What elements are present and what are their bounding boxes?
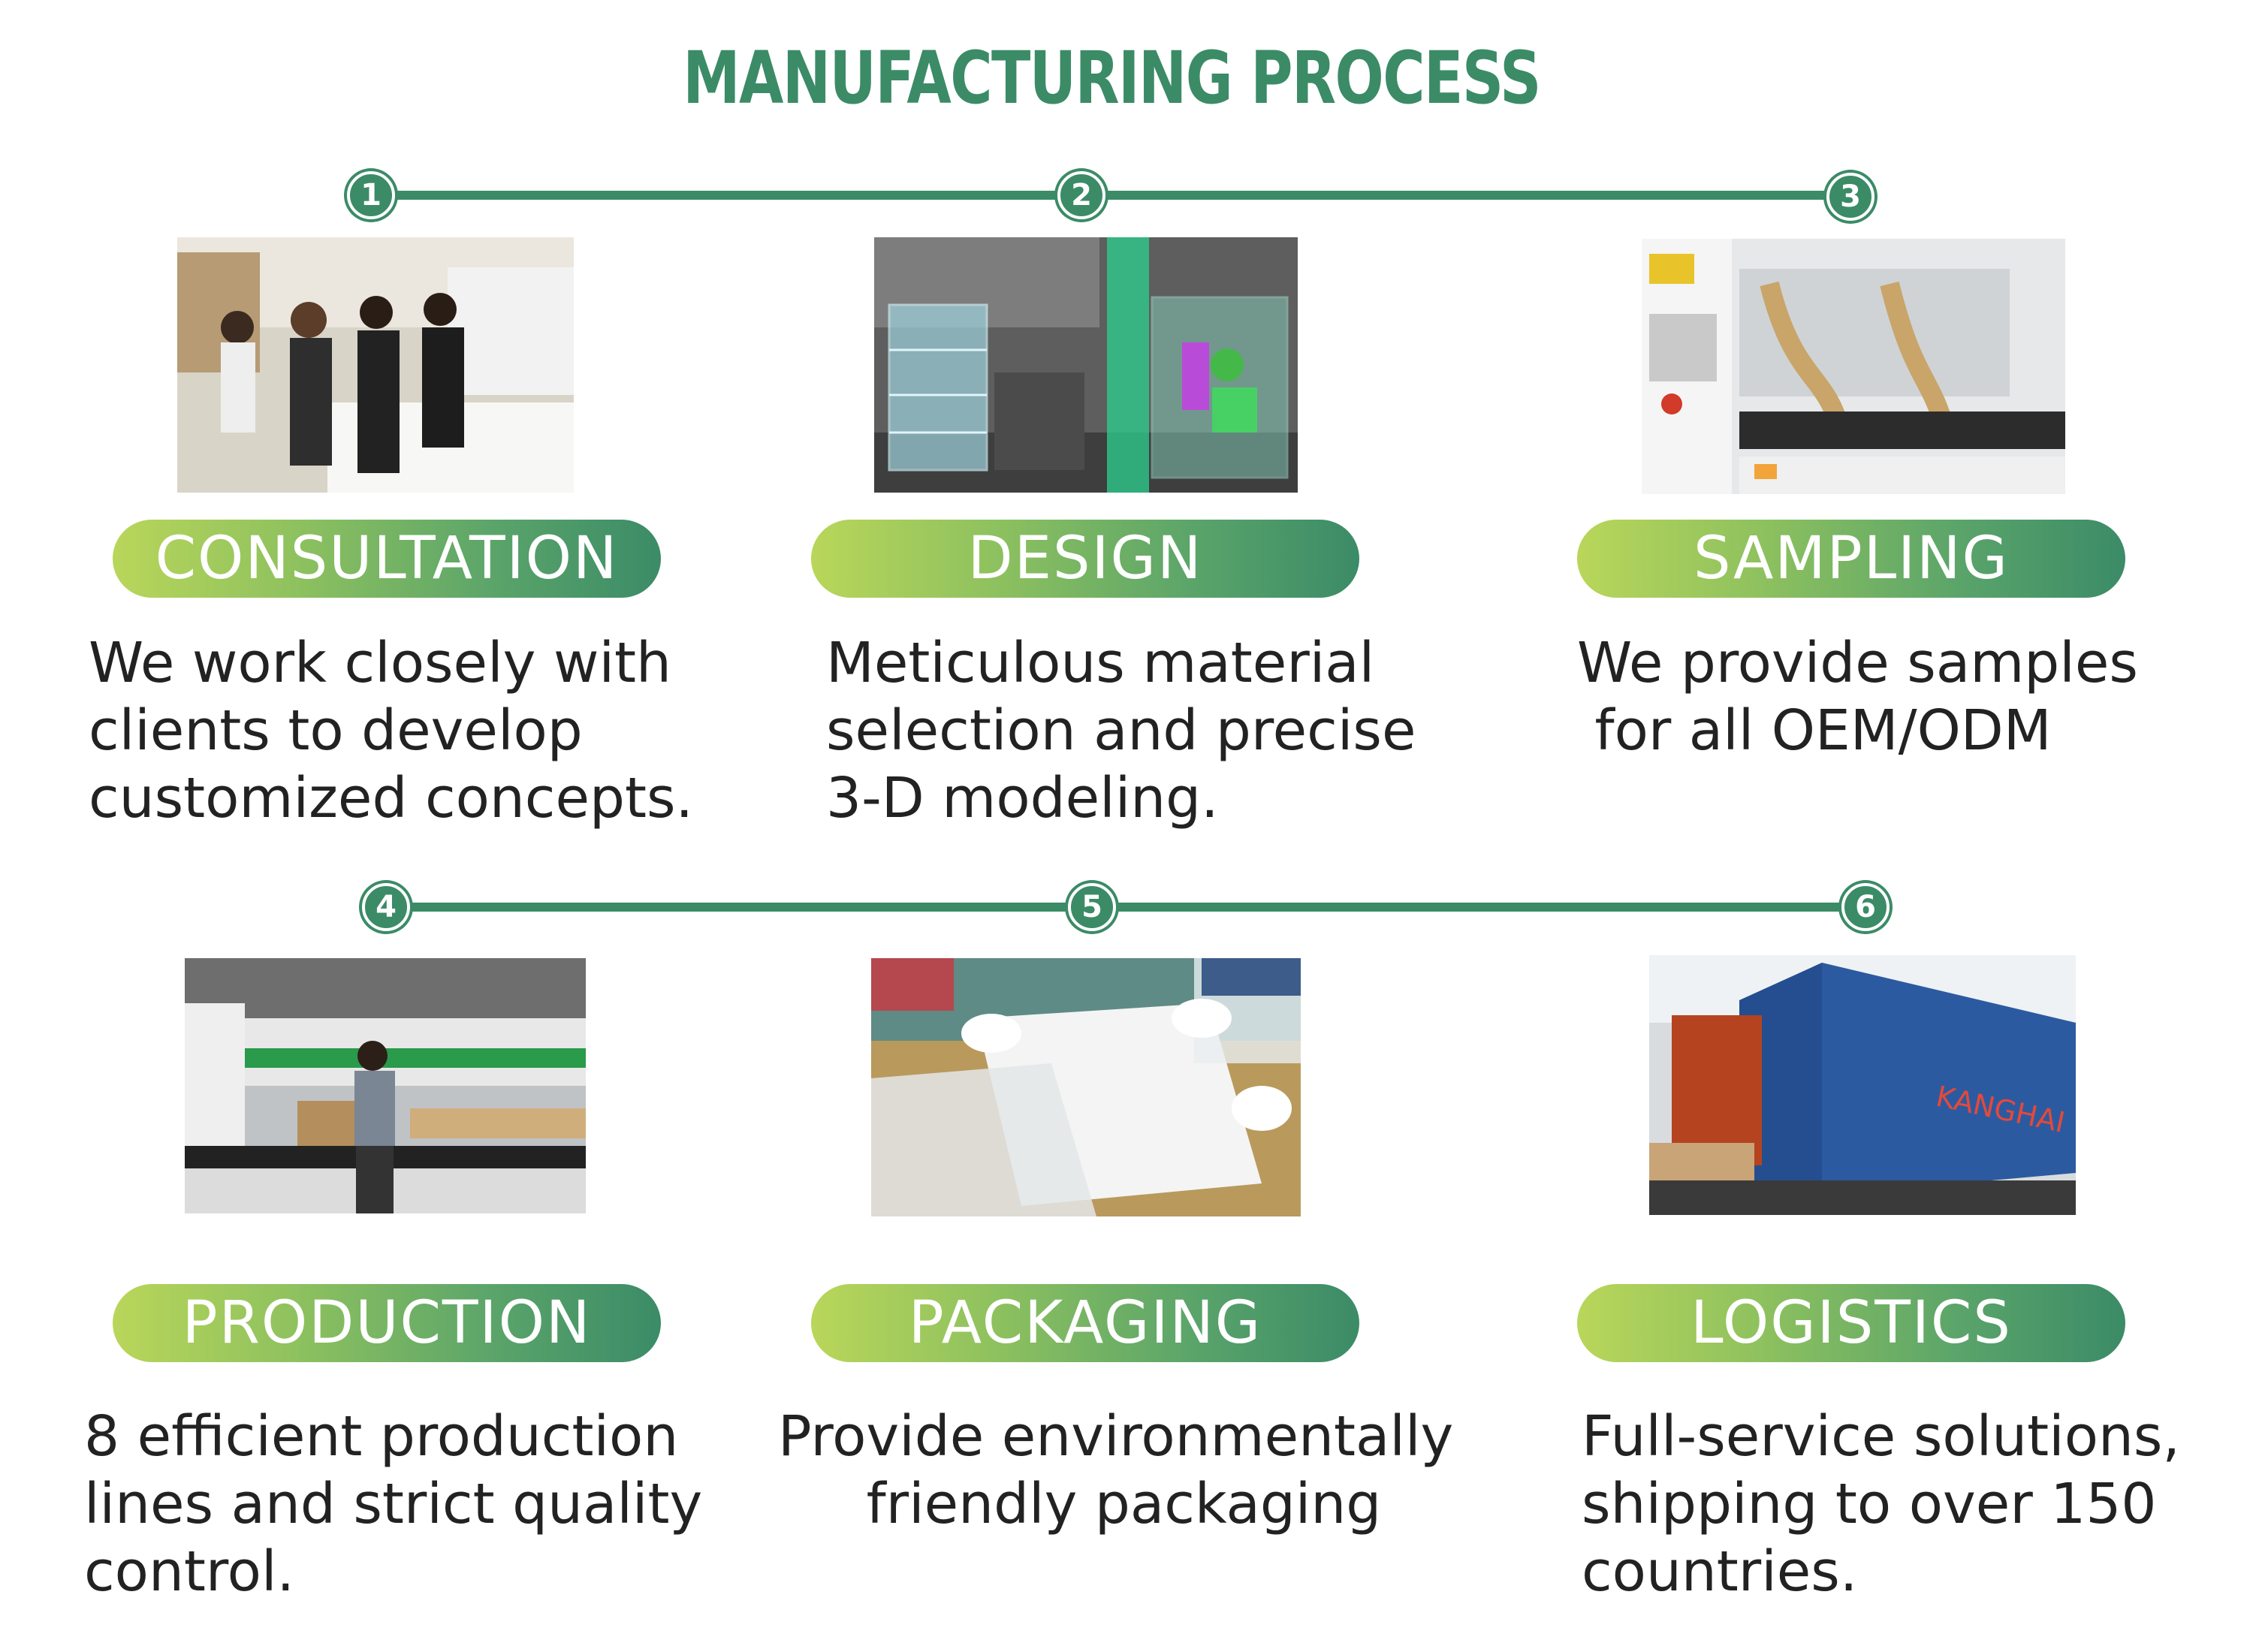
step-number-6: 6 — [1841, 883, 1890, 931]
sampling-machine-photo — [1642, 239, 2065, 494]
step-label-design: DESIGN — [811, 520, 1359, 598]
step-number-1: 1 — [347, 171, 395, 219]
step-description-design: Meticulous material selection and precis… — [826, 631, 1416, 831]
step-description-sampling: We provide samples for all OEM/ODM — [1577, 631, 2138, 763]
step-number-4: 4 — [362, 883, 410, 931]
timeline-line-bottom — [386, 903, 1888, 912]
step-description-production: 8 efficient production lines and strict … — [84, 1404, 703, 1604]
step-number-2: 2 — [1057, 171, 1105, 219]
design-3d-model-image — [874, 237, 1298, 493]
step-description-consultation: We work closely with clients to develop … — [89, 631, 694, 831]
step-number-5: 5 — [1068, 883, 1116, 931]
step-number-3: 3 — [1826, 173, 1874, 221]
step-label-logistics: LOGISTICS — [1577, 1284, 2125, 1362]
consultation-photo — [177, 237, 574, 493]
step-label-production: PRODUCTION — [113, 1284, 661, 1362]
timeline-line-top — [371, 191, 1873, 200]
logistics-container-photo: KANGHAI — [1649, 955, 2076, 1215]
step-label-consultation: CONSULTATION — [113, 520, 661, 598]
packaging-photo — [871, 958, 1301, 1216]
step-description-logistics: Full-service solutions, shipping to over… — [1582, 1404, 2180, 1604]
step-label-packaging: PACKAGING — [811, 1284, 1359, 1362]
page-title: MANUFACTURING PROCESS — [683, 36, 1541, 120]
step-label-sampling: SAMPLING — [1577, 520, 2125, 598]
step-description-packaging: Provide environmentally friendly packagi… — [778, 1404, 1454, 1536]
production-line-photo — [185, 958, 586, 1213]
